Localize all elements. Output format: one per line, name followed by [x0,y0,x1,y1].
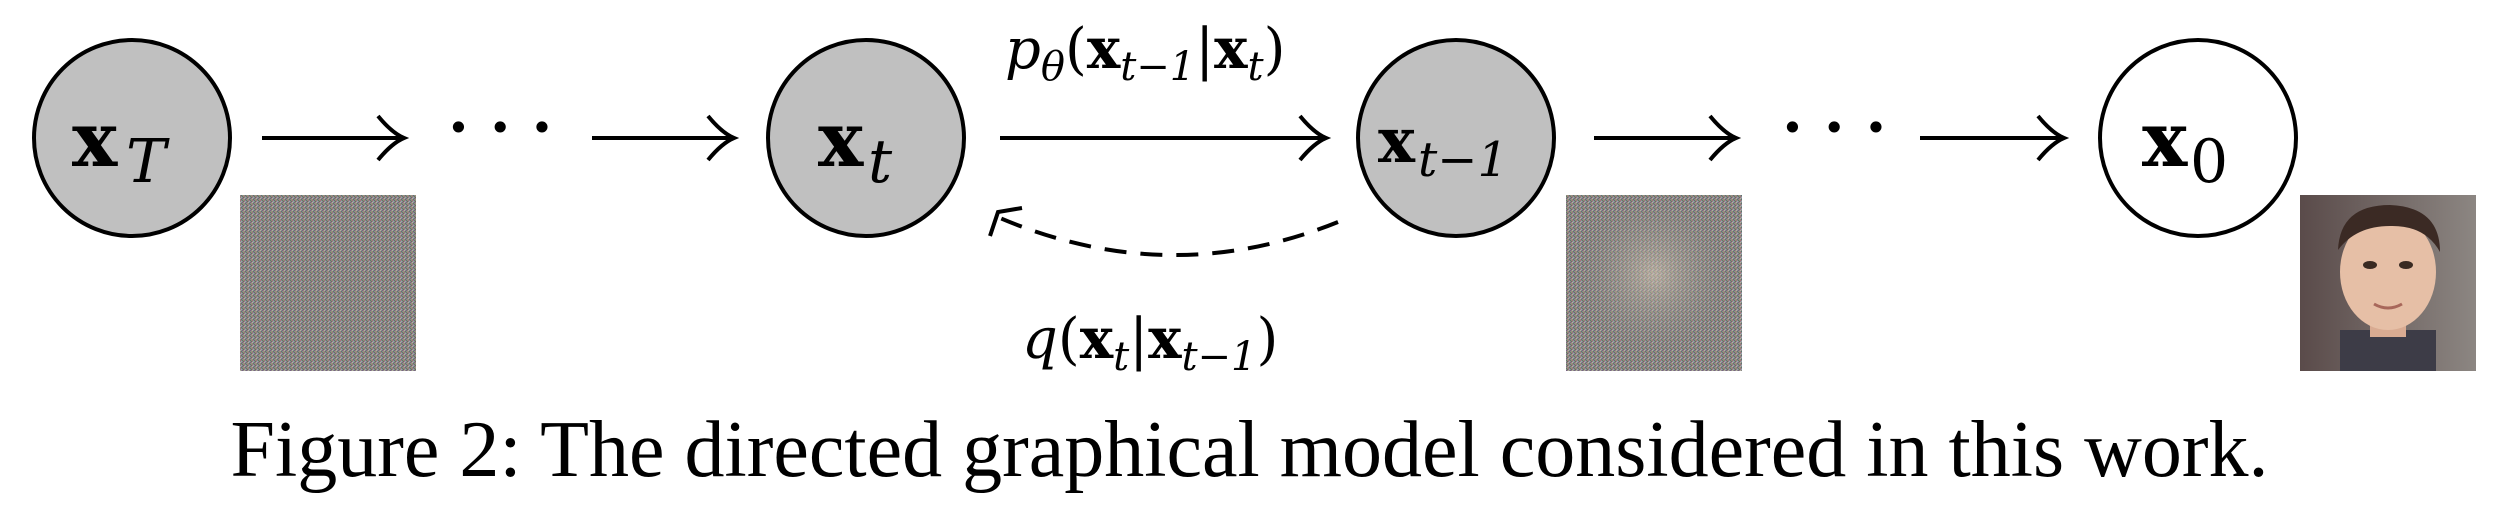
node-x-t-var: x [818,95,864,184]
reverse-process-label: pθ(xt−1|xt) [1005,16,1285,90]
node-x-t-circle [768,40,964,236]
p-var1: x [1087,16,1121,82]
q-var2: x [1148,306,1182,372]
node-x-T-var: x [72,95,118,184]
arrow-xt-to-xt1 [1000,116,1326,160]
p-sub2: t [1248,44,1265,90]
node-x-T-sub: T [126,127,170,197]
noise-image-x-T [240,195,416,371]
dashed-arrow-forward-process [990,208,1338,255]
arrow-xt1-to-ellipsis [1594,116,1736,160]
svg-text:pθ(xt−1|xt): pθ(xt−1|xt) [1005,16,1285,90]
ellipsis-left: · · · [448,93,552,163]
node-x-t-sub: t [868,127,893,197]
node-x-0: x 0 [2100,40,2296,236]
p-sub1: t−1 [1120,44,1195,90]
p-fn: p [1005,17,1041,82]
p-var2: x [1214,16,1248,82]
arrow-ellipsis-to-x0 [1920,116,2064,160]
p-param: θ [1041,44,1065,90]
figure-caption: Figure 2: The directed graphical model c… [0,405,2499,496]
node-x-t: x t [768,40,964,236]
q-var1: x [1080,306,1114,372]
q-fn: q [1022,307,1058,372]
node-x-t1-sub: t−1 [1418,132,1508,188]
ellipsis-right: · · · [1782,93,1886,163]
node-x-0-var: x [2142,95,2188,184]
q-sub1: t [1113,334,1130,380]
arrow-xT-to-ellipsis [262,116,404,160]
svg-text:q(xt|xt−1): q(xt|xt−1) [1022,306,1278,380]
noisy-face-image [1566,195,1742,371]
node-x-0-sub: 0 [2190,127,2228,197]
q-sub2: t−1 [1181,334,1256,380]
clean-face-image [2300,195,2476,371]
node-x-t-minus-1: x t−1 [1358,40,1554,236]
node-x-T: x T [34,40,230,236]
forward-process-label: q(xt|xt−1) [1022,306,1278,380]
arrow-ellipsis-to-xt [592,116,734,160]
node-x-t1-var: x [1378,104,1416,177]
